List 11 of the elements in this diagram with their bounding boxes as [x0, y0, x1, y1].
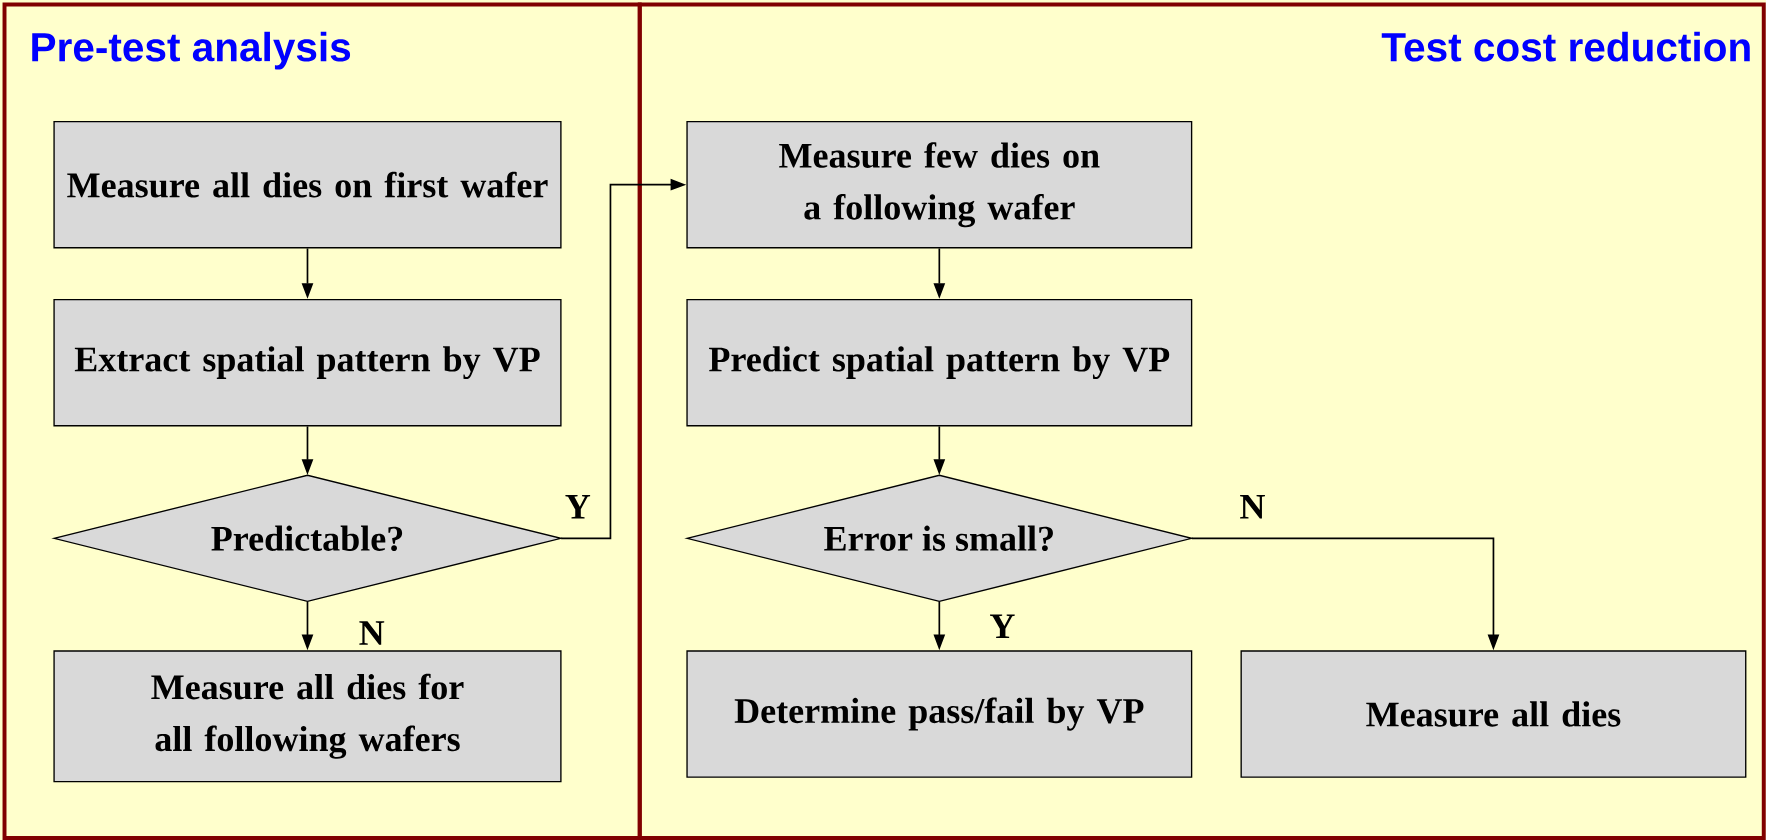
process-box: Determine pass/fail by VP — [686, 650, 1193, 778]
process-box: Measure all dies — [1240, 650, 1747, 778]
edge-label: N — [1238, 493, 1267, 520]
process-box: Predict spatial pattern by VP — [686, 298, 1193, 427]
panel-heading: Test cost reduction — [1381, 31, 1750, 62]
process-box: Measure few dies on a following wafer — [686, 120, 1193, 249]
edge-label: Y — [988, 613, 1017, 640]
process-box: Measure all dies on first wafer — [53, 120, 562, 249]
panel-heading: Pre-test analysis — [32, 31, 351, 70]
process-box: Extract spatial pattern by VP — [53, 298, 562, 427]
process-box: Measure all dies for all following wafers — [53, 650, 562, 783]
